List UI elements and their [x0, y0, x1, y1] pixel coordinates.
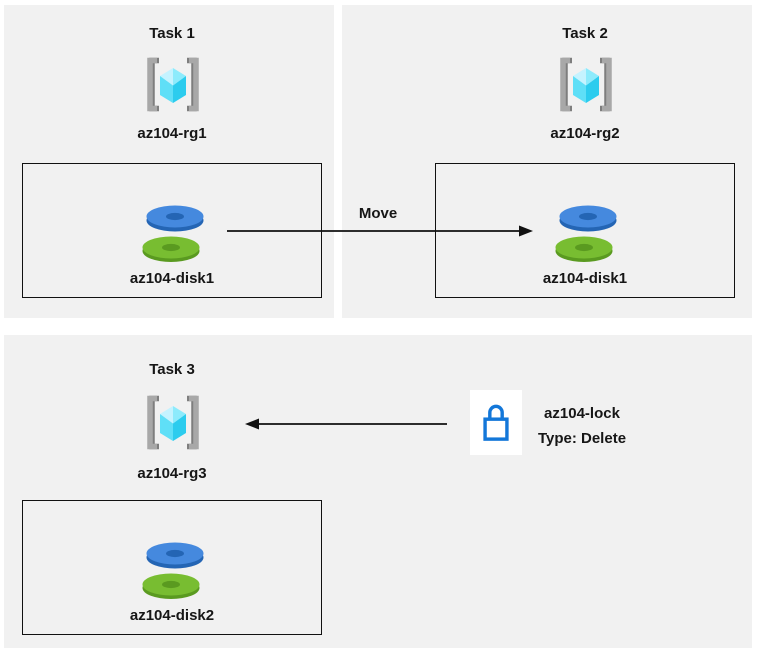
lock-type-label: Type: Delete — [537, 430, 627, 447]
move-arrow-label: Move — [358, 205, 398, 222]
task3-panel: Task 3 az104-rg3 az104-disk2 — [4, 335, 752, 648]
lock-arrow — [245, 415, 447, 433]
task1-panel: Task 1 az104-rg1 az104-disk1 — [4, 5, 334, 318]
resource-group-icon — [145, 57, 201, 112]
task2-title: Task 2 — [562, 25, 608, 42]
task1-title: Task 1 — [149, 25, 195, 42]
task2-resource-group-label: az104-rg2 — [550, 125, 620, 142]
task1-disk-label: az104-disk1 — [129, 270, 215, 287]
task3-disk-box: az104-disk2 — [22, 500, 322, 635]
lock-annotation: az104-lock Type: Delete — [512, 401, 652, 451]
task3-content: Task 3 az104-rg3 az104-disk2 — [22, 335, 322, 648]
task3-resource-group-label: az104-rg3 — [137, 465, 207, 482]
task1-content: Task 1 az104-rg1 az104-disk1 — [22, 5, 322, 318]
disk-icon — [555, 201, 617, 263]
task3-title: Task 3 — [149, 361, 195, 378]
disk-icon — [142, 201, 204, 263]
lock-icon — [470, 390, 522, 455]
lock-name-label: az104-lock — [544, 405, 620, 422]
move-arrow — [227, 222, 533, 240]
disk-icon — [142, 538, 204, 600]
task3-disk-label: az104-disk2 — [129, 607, 215, 624]
resource-group-icon — [558, 57, 614, 112]
resource-group-icon — [145, 395, 201, 450]
task2-content: Task 2 az104-rg2 az104-disk1 — [435, 5, 735, 318]
task2-disk-label: az104-disk1 — [542, 270, 628, 287]
task2-panel: Task 2 az104-rg2 az104-disk1 — [342, 5, 752, 318]
task1-resource-group-label: az104-rg1 — [137, 125, 207, 142]
